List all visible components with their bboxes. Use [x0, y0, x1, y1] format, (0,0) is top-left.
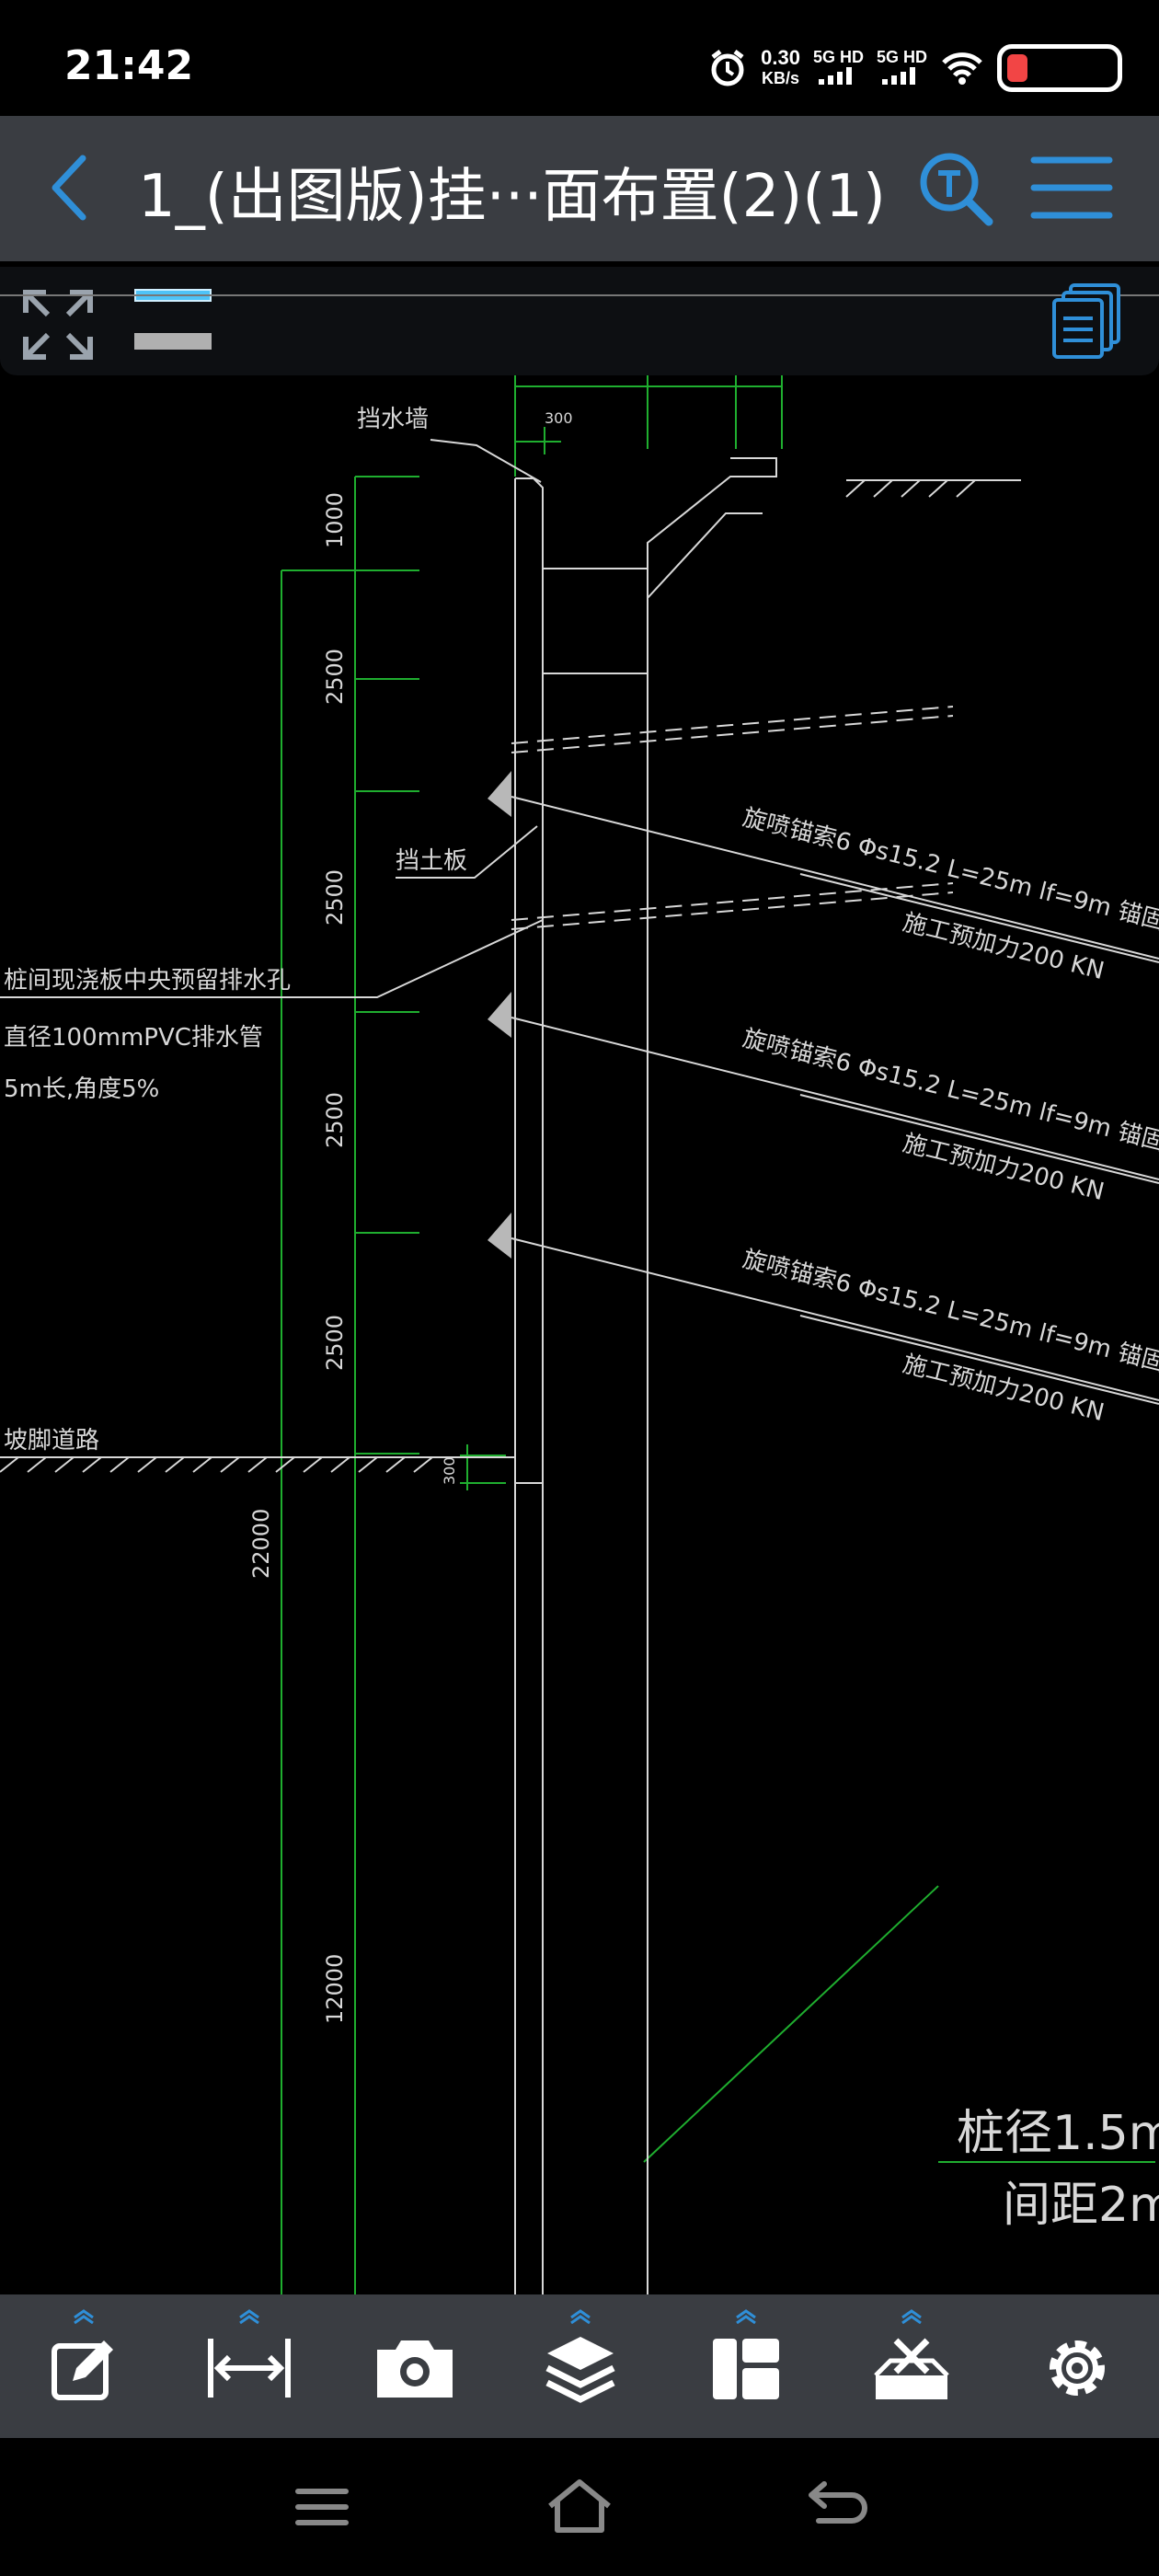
back-icon[interactable]	[42, 151, 98, 224]
status-icons: 0.30 KB/s 5G HD 5G HD	[707, 40, 1122, 96]
layout-button[interactable]	[686, 2309, 806, 2429]
dim-300-bottom: 300	[441, 1456, 458, 1485]
text-search-icon[interactable]	[916, 149, 995, 228]
measure-icon	[208, 2339, 291, 2398]
label-soil-board: 挡土板	[396, 847, 467, 875]
dim-vertical-2500-d: 2500	[322, 1315, 348, 1371]
toolbox-icon	[874, 2338, 949, 2399]
signal-2: 5G HD	[877, 48, 927, 88]
cad-drawing-canvas[interactable]: 1500 1000 500 300 挡水墙 挡土板 桩间现浇板中央预留排水孔 直…	[0, 375, 1159, 2294]
signal-1-label: 5G HD	[812, 48, 864, 66]
label-water-wall: 挡水墙	[357, 406, 429, 433]
expand-up-icon	[570, 2309, 591, 2324]
view-toolbar	[0, 267, 1159, 375]
title-bar: 1_(出图版)挂···面布置(2)(1)	[0, 116, 1159, 261]
menu-icon[interactable]	[1030, 153, 1113, 223]
dim-300-top: 300	[545, 409, 573, 427]
camera-button[interactable]	[355, 2309, 475, 2429]
expand-up-icon	[239, 2309, 259, 2324]
edit-button[interactable]	[24, 2309, 143, 2429]
home-icon[interactable]	[543, 2475, 616, 2539]
dashed-lines	[511, 681, 954, 1481]
signal-bars-icon	[882, 67, 916, 85]
net-speed-unit: KB/s	[762, 69, 800, 87]
fit-screen-icon[interactable]	[18, 285, 98, 364]
pile-spacing: 间距2m	[1003, 2178, 1159, 2233]
document-title: 1_(出图版)挂···面布置(2)(1)	[138, 163, 886, 231]
toolbar-divider	[0, 294, 1159, 296]
net-speed-value: 0.30	[761, 46, 800, 69]
note-drain-1: 桩间现浇板中央预留排水孔	[4, 967, 291, 995]
camera-icon	[377, 2340, 453, 2398]
dim-vertical-2500-b: 2500	[322, 869, 348, 926]
system-nav-bar	[0, 2438, 1159, 2576]
cad-linework	[0, 439, 1159, 2294]
dimension-lines	[281, 375, 1155, 2294]
expand-up-icon	[74, 2309, 94, 2324]
net-speed: 0.30 KB/s	[761, 48, 800, 88]
anchor-heads	[488, 771, 511, 1259]
back-nav-icon[interactable]	[800, 2475, 874, 2539]
label-foot-road: 坡脚道路	[4, 1427, 99, 1455]
measure-button[interactable]	[189, 2309, 309, 2429]
layers-icon	[545, 2337, 615, 2403]
layout-list-icon[interactable]	[1050, 282, 1124, 361]
wifi-icon	[942, 52, 982, 85]
dim-vertical-1000: 1000	[322, 492, 348, 548]
signal-1: 5G HD	[813, 48, 864, 88]
layers-button[interactable]	[521, 2309, 640, 2429]
layout-icon	[713, 2339, 779, 2399]
recent-apps-icon[interactable]	[285, 2475, 359, 2539]
pile-diameter: 桩径1.5m	[957, 2106, 1159, 2161]
gear-icon	[1050, 2340, 1105, 2396]
battery-icon	[997, 44, 1122, 92]
dim-vertical-2500-c: 2500	[322, 1092, 348, 1148]
note-drain-2: 直径100mmPVC排水管	[4, 1024, 263, 1052]
settings-button[interactable]	[1017, 2309, 1137, 2429]
note-drain-3: 5m长,角度5%	[4, 1075, 159, 1103]
bottom-toolbar	[0, 2294, 1159, 2438]
status-time: 21:42	[64, 42, 194, 89]
line-style-inactive[interactable]	[134, 333, 212, 350]
tools-button[interactable]	[852, 2309, 971, 2429]
alarm-icon	[711, 50, 744, 86]
status-bar: 21:42 0.30 KB/s 5G HD 5G HD	[0, 0, 1159, 116]
expand-up-icon	[901, 2309, 922, 2324]
expand-up-icon	[736, 2309, 756, 2324]
edit-icon	[52, 2340, 113, 2400]
signal-2-label: 5G HD	[876, 48, 927, 66]
dim-vertical-12000: 12000	[322, 1954, 348, 2024]
dim-vertical-22000: 22000	[248, 1509, 274, 1579]
dim-vertical-2500-a: 2500	[322, 649, 348, 705]
signal-bars-icon	[819, 67, 853, 85]
